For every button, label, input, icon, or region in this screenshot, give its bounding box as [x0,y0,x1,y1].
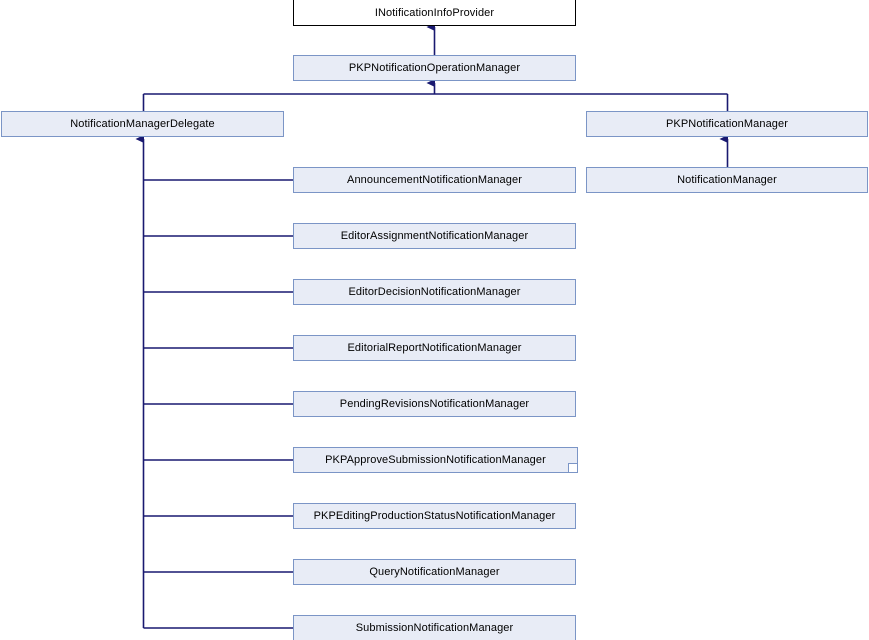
node-pkpeditingproductionstatusnotificationmanager[interactable]: PKPEditingProductionStatusNotificationMa… [293,503,576,529]
node-pkpnotificationoperationmanager[interactable]: PKPNotificationOperationManager [293,55,576,81]
node-label: PKPNotificationManager [665,118,789,130]
node-pkpnotificationmanager[interactable]: PKPNotificationManager [586,111,868,137]
node-label: PKPApproveSubmissionNotificationManager [325,454,546,466]
node-editorialreportnotificationmanager[interactable]: EditorialReportNotificationManager [293,335,576,361]
node-editordecisionnotificationmanager[interactable]: EditorDecisionNotificationManager [293,279,576,305]
node-pkpapprovesubmissionnotificationmanager[interactable]: PKPApproveSubmissionNotificationManager [293,447,578,473]
node-editorassignmentnotificationmanager[interactable]: EditorAssignmentNotificationManager [293,223,576,249]
node-querynotificationmanager[interactable]: QueryNotificationManager [293,559,576,585]
node-label: AnnouncementNotificationManager [347,174,522,186]
node-submissionnotificationmanager[interactable]: SubmissionNotificationManager [293,615,576,640]
node-label: EditorAssignmentNotificationManager [340,230,529,242]
node-label: EditorialReportNotificationManager [347,342,522,354]
node-label: PendingRevisionsNotificationManager [339,398,530,410]
node-notificationmanager[interactable]: NotificationManager [586,167,868,193]
node-inotificationinfoprovider[interactable]: INotificationInfoProvider [293,0,576,26]
node-label: PKPNotificationOperationManager [348,62,521,74]
node-notificationmanagerdelegate[interactable]: NotificationManagerDelegate [1,111,284,137]
edge-delegate-trunk [135,135,293,629]
node-label: SubmissionNotificationManager [355,622,514,634]
node-label: NotificationManager [677,174,777,186]
node-announcementnotificationmanager[interactable]: AnnouncementNotificationManager [293,167,576,193]
node-label: QueryNotificationManager [369,566,500,578]
node-label: EditorDecisionNotificationManager [348,286,521,298]
node-label: PKPEditingProductionStatusNotificationMa… [313,510,556,522]
node-label: INotificationInfoProvider [374,6,495,19]
node-label: NotificationManagerDelegate [70,118,215,130]
folded-corner-icon [568,463,577,472]
node-pendingrevisionsnotificationmanager[interactable]: PendingRevisionsNotificationManager [293,391,576,417]
edge-operationmanager-subclasses-bus [142,79,729,111]
